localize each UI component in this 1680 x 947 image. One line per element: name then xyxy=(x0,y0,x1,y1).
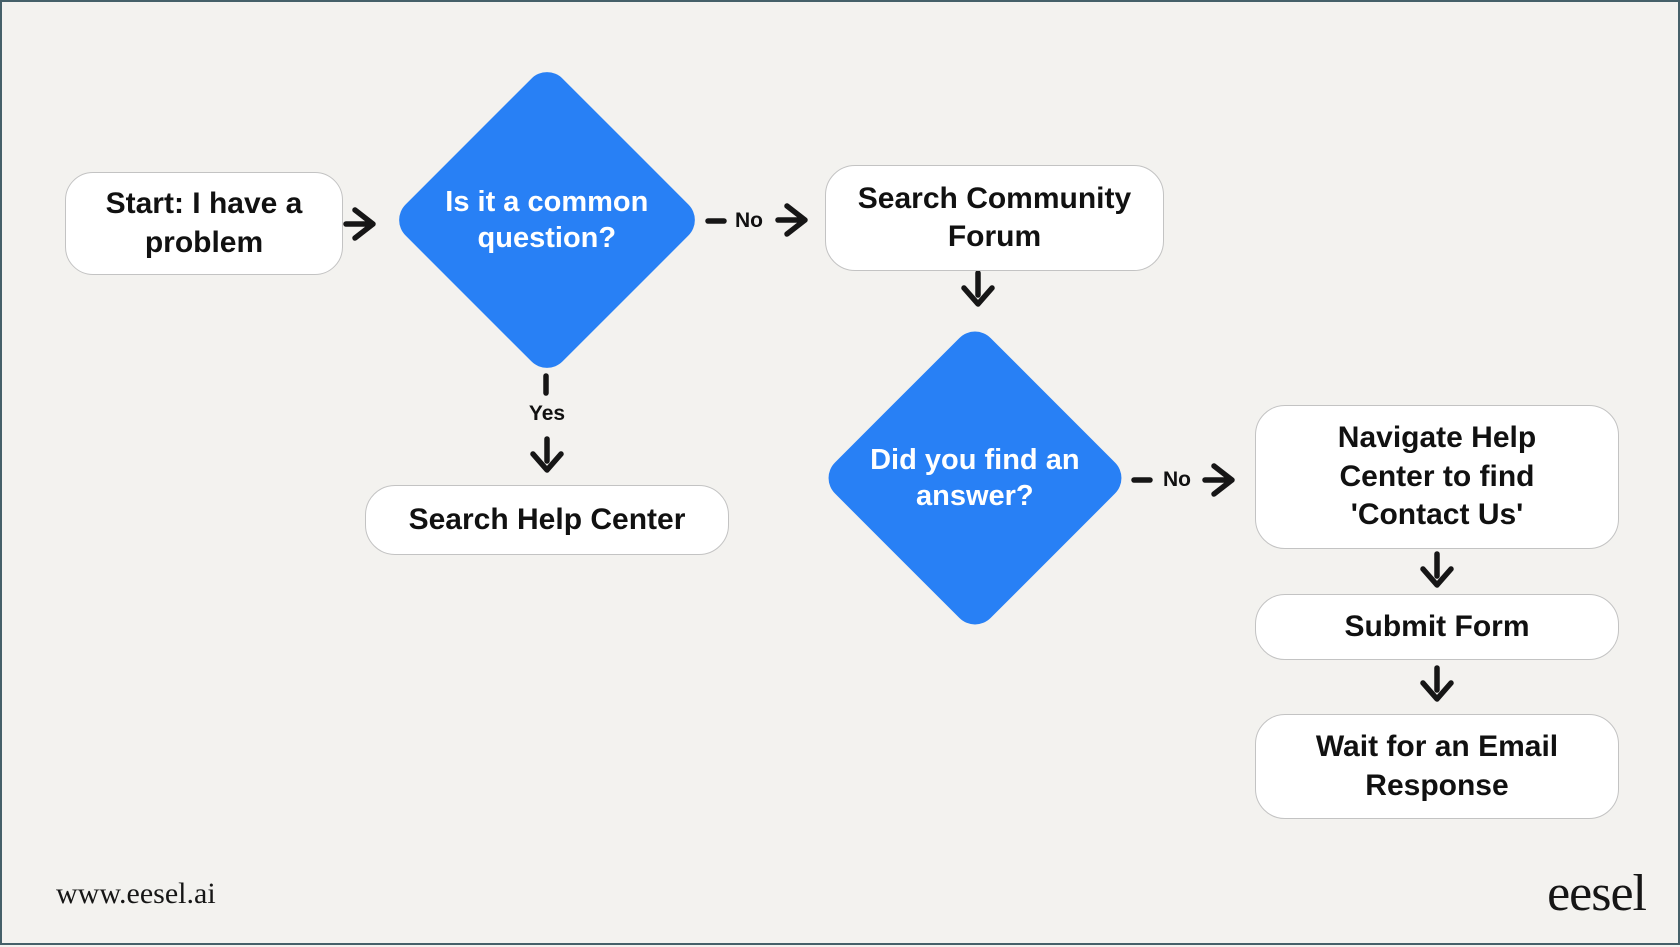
footer-url: www.eesel.ai xyxy=(56,877,216,910)
node-navigate-help-center-label: Navigate Help Center to find 'Contact Us… xyxy=(1337,421,1537,532)
edge-label-q1-yes: Yes xyxy=(528,402,566,425)
decision-common-question-label: Is it a common question? xyxy=(445,185,649,254)
node-submit-form-label: Submit Form xyxy=(1344,609,1530,643)
arrow-q1-to-forum xyxy=(775,203,808,237)
node-navigate-help-center: Navigate Help Center to find 'Contact Us… xyxy=(1255,405,1619,549)
decision-common-question: Is it a common question? xyxy=(390,63,704,377)
node-wait-email-response-label: Wait for an Email Response xyxy=(1315,730,1559,802)
node-search-help-center: Search Help Center xyxy=(365,485,729,555)
decision-found-answer-label: Did you find an answer? xyxy=(870,443,1080,512)
decision-found-answer: Did you find an answer? xyxy=(819,322,1131,634)
node-wait-email-response: Wait for an Email Response xyxy=(1255,714,1619,819)
node-start-problem-label: Start: I have a problem xyxy=(105,187,303,259)
arrow-start-to-q1 xyxy=(343,207,376,241)
arrow-forum-to-q2 xyxy=(961,270,995,307)
node-search-community-forum: Search Community Forum xyxy=(825,165,1164,271)
eesel-logo: eesel xyxy=(1547,865,1647,922)
arrow-navigate-to-submit xyxy=(1420,551,1454,588)
arrow-q2-to-navigate xyxy=(1202,463,1235,497)
edge-label-q2-no: No xyxy=(1163,468,1191,491)
arrow-q1-to-help xyxy=(530,436,564,473)
node-search-help-center-label: Search Help Center xyxy=(408,502,686,536)
edge-label-q1-no: No xyxy=(735,209,763,232)
node-start-problem: Start: I have a problem xyxy=(65,172,343,275)
node-search-community-forum-label: Search Community Forum xyxy=(857,181,1132,253)
arrow-submit-to-wait xyxy=(1420,665,1454,702)
node-submit-form: Submit Form xyxy=(1255,594,1619,660)
